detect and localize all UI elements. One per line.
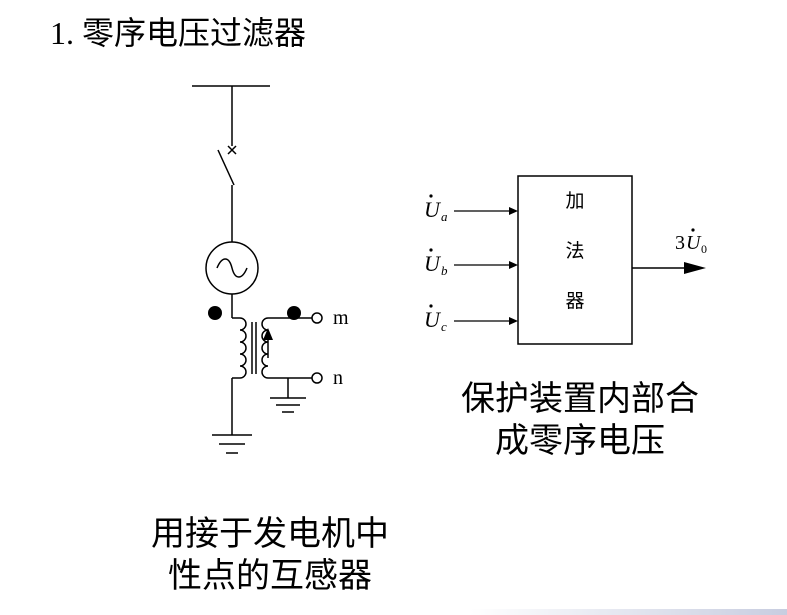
output-coefficient: 3 [675,232,685,254]
terminal-n-circle [311,372,323,384]
output-arrow-head [684,262,706,274]
section-title: 零序电压过滤器 [82,14,307,52]
terminal-m-circle [311,312,323,324]
input-arrow-head [509,207,518,215]
input-c-symbol: U [424,307,442,332]
phasor-dot [429,248,433,252]
adder-box [517,175,633,345]
input-c-subscript: c [441,319,447,334]
phasor-dot [429,304,433,308]
current-arrow-head [263,328,273,340]
section-number: 1. [50,15,74,51]
output-label: 3 U 0 [675,228,707,256]
sine-wave-icon [216,258,248,278]
phasor-dot [691,228,695,232]
slide-footer-bar [470,609,787,615]
caption-line: 保护装置内部合 [461,379,699,419]
input-a-subscript: a [441,209,448,224]
ground-symbol [212,434,252,454]
adder-label-char: 器 [565,290,584,312]
breaker-blade [217,149,235,186]
polarity-dot [287,306,301,320]
page-title: 1.零序电压过滤器 [50,8,306,54]
caption-line: 性点的互感器 [168,556,372,596]
adder-block: 加 法 器 [517,175,633,345]
ct-secondary-winding [261,317,312,379]
ct-primary-winding [232,317,247,379]
generator-circuit [192,85,312,454]
input-arrow-head [509,261,518,269]
input-arrow-head [509,317,518,325]
input-b-symbol: U [424,251,442,276]
ground-symbol [270,397,306,413]
input-lines [454,210,684,322]
adder-caption: 保护装置内部合 成零序电压 [420,378,740,462]
ct-caption: 用接于发电机中 性点的互感器 [110,513,430,597]
output-subscript: 0 [701,242,707,256]
breaker-mark [227,145,237,155]
caption-line: 成零序电压 [495,421,665,461]
input-b-subscript: b [441,263,448,278]
caption-line: 用接于发电机中 [151,514,389,554]
terminal-m-label: m [333,307,349,329]
polarity-dot [208,306,222,320]
adder-label-char: 加 [565,190,584,212]
adder-label-char: 法 [565,240,584,262]
terminal-n-label: n [333,367,343,389]
phasor-dot [429,194,433,198]
input-a-symbol: U [424,197,442,222]
output-symbol: U [686,232,702,254]
